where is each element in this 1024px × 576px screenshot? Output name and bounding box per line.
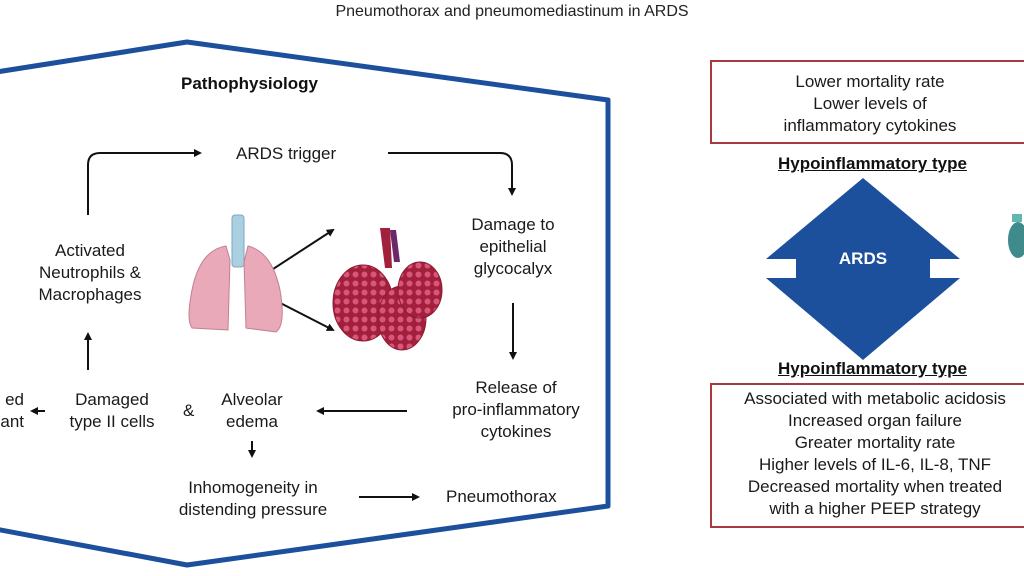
node-line: ed — [5, 390, 24, 409]
alveoli-illustration — [332, 228, 443, 351]
ards-center-label: ARDS — [838, 249, 888, 268]
node-line: Macrophages — [38, 285, 142, 304]
top-phenotype-box: Lower mortality rate Lower levels of inf… — [710, 60, 1024, 144]
node-line: Activated — [55, 241, 125, 260]
box-line: Lower mortality rate — [795, 72, 945, 91]
node-line: Release of — [475, 378, 557, 397]
box-line: inflammatory cytokines — [783, 116, 957, 135]
node-activated-cells: Activated Neutrophils & Macrophages — [28, 240, 152, 306]
node-line: Damaged — [75, 390, 149, 409]
node-line: glycocalyx — [473, 259, 553, 278]
pathophysiology-heading: Pathophysiology — [181, 74, 318, 93]
node-release-cytokines: Release of pro-inflammatory cytokines — [436, 377, 596, 443]
node-line: distending pressure — [178, 500, 328, 519]
node-line: edema — [226, 412, 278, 431]
node-pneumothorax: Pneumothorax — [446, 487, 557, 506]
node-line: Inhomogeneity in — [188, 478, 318, 497]
figure-title: Pneumothorax and pneumomediastinum in AR… — [335, 3, 689, 20]
arrow-trigger-to-damage — [388, 152, 516, 196]
box-line: with a higher PEEP strategy — [769, 499, 981, 518]
box-line: Lower levels of — [813, 94, 927, 113]
node-line: cytokines — [480, 422, 552, 441]
node-ards-trigger: ARDS trigger — [236, 144, 337, 163]
node-line: Damage to — [471, 215, 555, 234]
arrow-activated-to-trigger — [87, 149, 202, 215]
box-line: Increased organ failure — [788, 411, 962, 430]
node-inhomogeneity: Inhomogeneity in distending pressure — [160, 477, 346, 521]
node-line: Neutrophils & — [38, 263, 142, 282]
box-line: Associated with metabolic acidosis — [744, 389, 1006, 408]
node-damage-glycocalyx: Damage to epithelial glycocalyx — [458, 214, 568, 280]
node-damaged-surfactant: ed ant — [0, 389, 24, 433]
box-line: Decreased mortality when treated — [747, 477, 1003, 496]
box-line: Greater mortality rate — [794, 433, 956, 452]
node-line: Alveolar — [221, 390, 283, 409]
node-line: pro-inflammatory — [452, 400, 580, 419]
lungs-illustration — [188, 214, 283, 333]
box-line: Higher levels of IL-6, IL-8, TNF — [758, 455, 992, 474]
partial-organ-icon — [1008, 214, 1024, 258]
ards-double-arrow — [766, 178, 960, 360]
node-line: ant — [0, 412, 24, 431]
node-damaged-type2: Damaged type II cells — [56, 389, 168, 433]
node-line: type II cells — [69, 412, 155, 431]
pathophysiology-frame — [0, 39, 611, 568]
node-alveolar-edema: Alveolar edema — [212, 389, 292, 433]
ampersand: & — [183, 401, 195, 420]
node-line: epithelial — [479, 237, 547, 256]
top-type-heading: Hypoinflammatory type — [778, 154, 967, 173]
bottom-type-heading: Hypoinflammatory type — [778, 359, 967, 378]
bottom-phenotype-box: Associated with metabolic acidosis Incre… — [710, 383, 1024, 528]
